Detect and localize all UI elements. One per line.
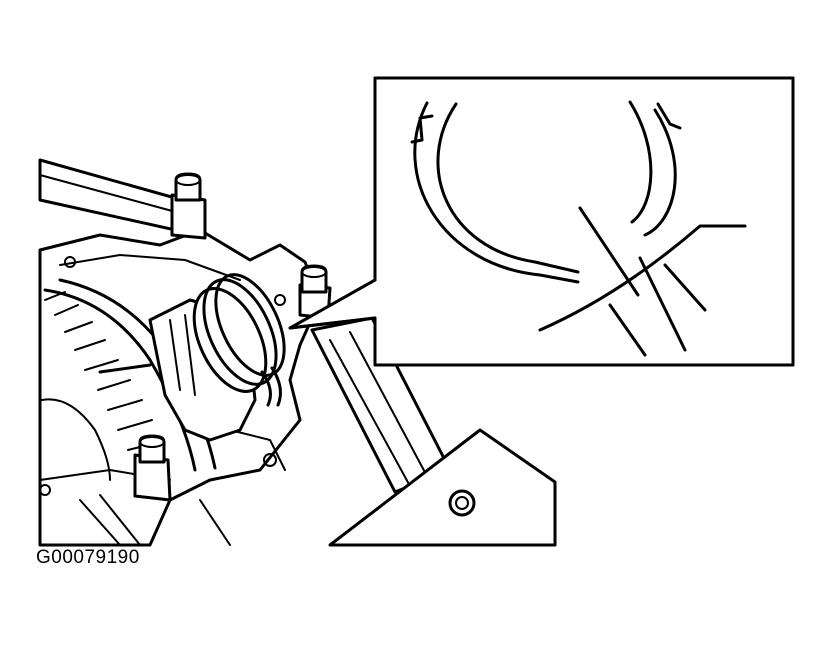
bolt-lower-left — [133, 434, 172, 502]
bolt-upper-left — [170, 172, 207, 240]
detail-callout — [288, 76, 795, 367]
figure-code: G00079190 — [36, 547, 140, 568]
side-bearing — [148, 273, 286, 442]
bearing-race-detail — [410, 100, 747, 357]
measure-mark-b — [638, 256, 687, 352]
gear-mark — [98, 363, 152, 374]
reference-line — [538, 224, 747, 332]
measure-mark-a — [578, 206, 640, 297]
tool-hole — [448, 489, 476, 517]
